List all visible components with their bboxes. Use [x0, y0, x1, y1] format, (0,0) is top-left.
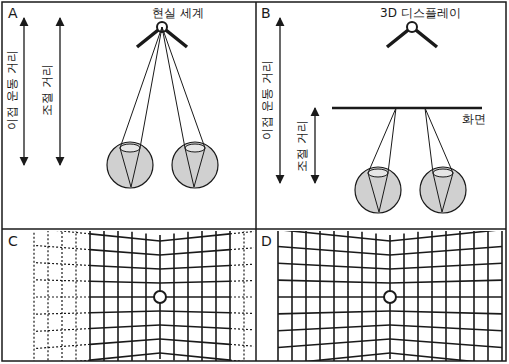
axis-label: 이접 운동 거리: [5, 50, 19, 130]
axis-label: 이접 운동 거리: [260, 60, 274, 140]
grid-line: [90, 325, 160, 329]
grid-line: [160, 265, 230, 269]
grid-line: [229, 231, 231, 361]
grid-line: [90, 296, 160, 298]
panel-letter: C: [8, 233, 18, 250]
grid-line: [487, 231, 489, 361]
grid-line: [375, 233, 377, 360]
grid-line: [160, 250, 230, 255]
grid-line: [160, 339, 230, 344]
grid-line: [291, 231, 293, 361]
grid-line: [145, 233, 147, 360]
grid-line: [90, 234, 160, 241]
grid-line: [501, 231, 503, 361]
grid-line: [230, 231, 254, 234]
axis-label: 조절 거리: [295, 120, 309, 172]
panel-letter: D: [261, 233, 272, 250]
grid-line: [417, 232, 419, 361]
grid-line: [431, 231, 433, 361]
grid-line: [459, 231, 461, 361]
grid-line: [333, 231, 335, 361]
grid-line: [90, 353, 160, 360]
grid-line: [230, 313, 254, 314]
panel-a-art: [24, 18, 218, 188]
grid-line: [131, 232, 133, 361]
grid-line: [160, 281, 230, 283]
grid-line: [90, 281, 160, 283]
panel-letter: B: [261, 5, 271, 22]
grid-line: [230, 360, 254, 361]
grid-line: [230, 280, 254, 281]
grid-line: [230, 296, 254, 297]
grid-d: [278, 231, 502, 361]
grid-line: [230, 263, 254, 266]
grid-line: [215, 231, 217, 361]
panel-divider: [2, 228, 506, 230]
grid-line: [75, 231, 76, 361]
grid-line: [90, 311, 160, 313]
grid-line: [103, 231, 105, 361]
grid-line: [445, 231, 447, 361]
grid-line: [90, 339, 160, 344]
panel-letter: A: [8, 5, 18, 22]
grid-line: [201, 231, 203, 361]
grid-line: [230, 329, 254, 332]
grid-line: [347, 231, 349, 361]
grid-line: [277, 231, 279, 361]
grid-line: [230, 344, 254, 348]
axis-label: 조절 거리: [40, 64, 54, 116]
grid-c: [34, 231, 254, 361]
panel-divider: [255, 2, 257, 361]
grid-line: [230, 245, 254, 249]
grid-line: [361, 232, 363, 361]
grid-line: [90, 265, 160, 269]
grid-line: [90, 250, 160, 255]
grid-line: [473, 231, 475, 361]
grid-line: [243, 231, 244, 361]
grid-line: [160, 311, 230, 313]
fixation-point: [154, 291, 166, 303]
grid-line: [173, 233, 175, 360]
panel-title: 3D 디스플레이: [380, 6, 461, 20]
grid-line: [187, 232, 189, 361]
grid-line: [61, 231, 62, 361]
grid-line: [89, 231, 91, 361]
grid-line: [117, 231, 119, 361]
grid-line: [403, 233, 405, 360]
grid-line: [47, 231, 48, 361]
grid-line: [160, 296, 230, 298]
outer-frame: [2, 2, 506, 361]
grid-line: [160, 325, 230, 329]
fixation-point: [384, 291, 396, 303]
grid-line: [33, 231, 34, 361]
grid-line: [160, 234, 230, 241]
panel-title: 현실 세계: [152, 6, 204, 20]
panel-b-art: [280, 18, 482, 213]
grid-line: [319, 231, 321, 361]
screen-label: 화면: [462, 112, 486, 126]
grid-line: [305, 231, 307, 361]
grid-line: [160, 353, 230, 360]
